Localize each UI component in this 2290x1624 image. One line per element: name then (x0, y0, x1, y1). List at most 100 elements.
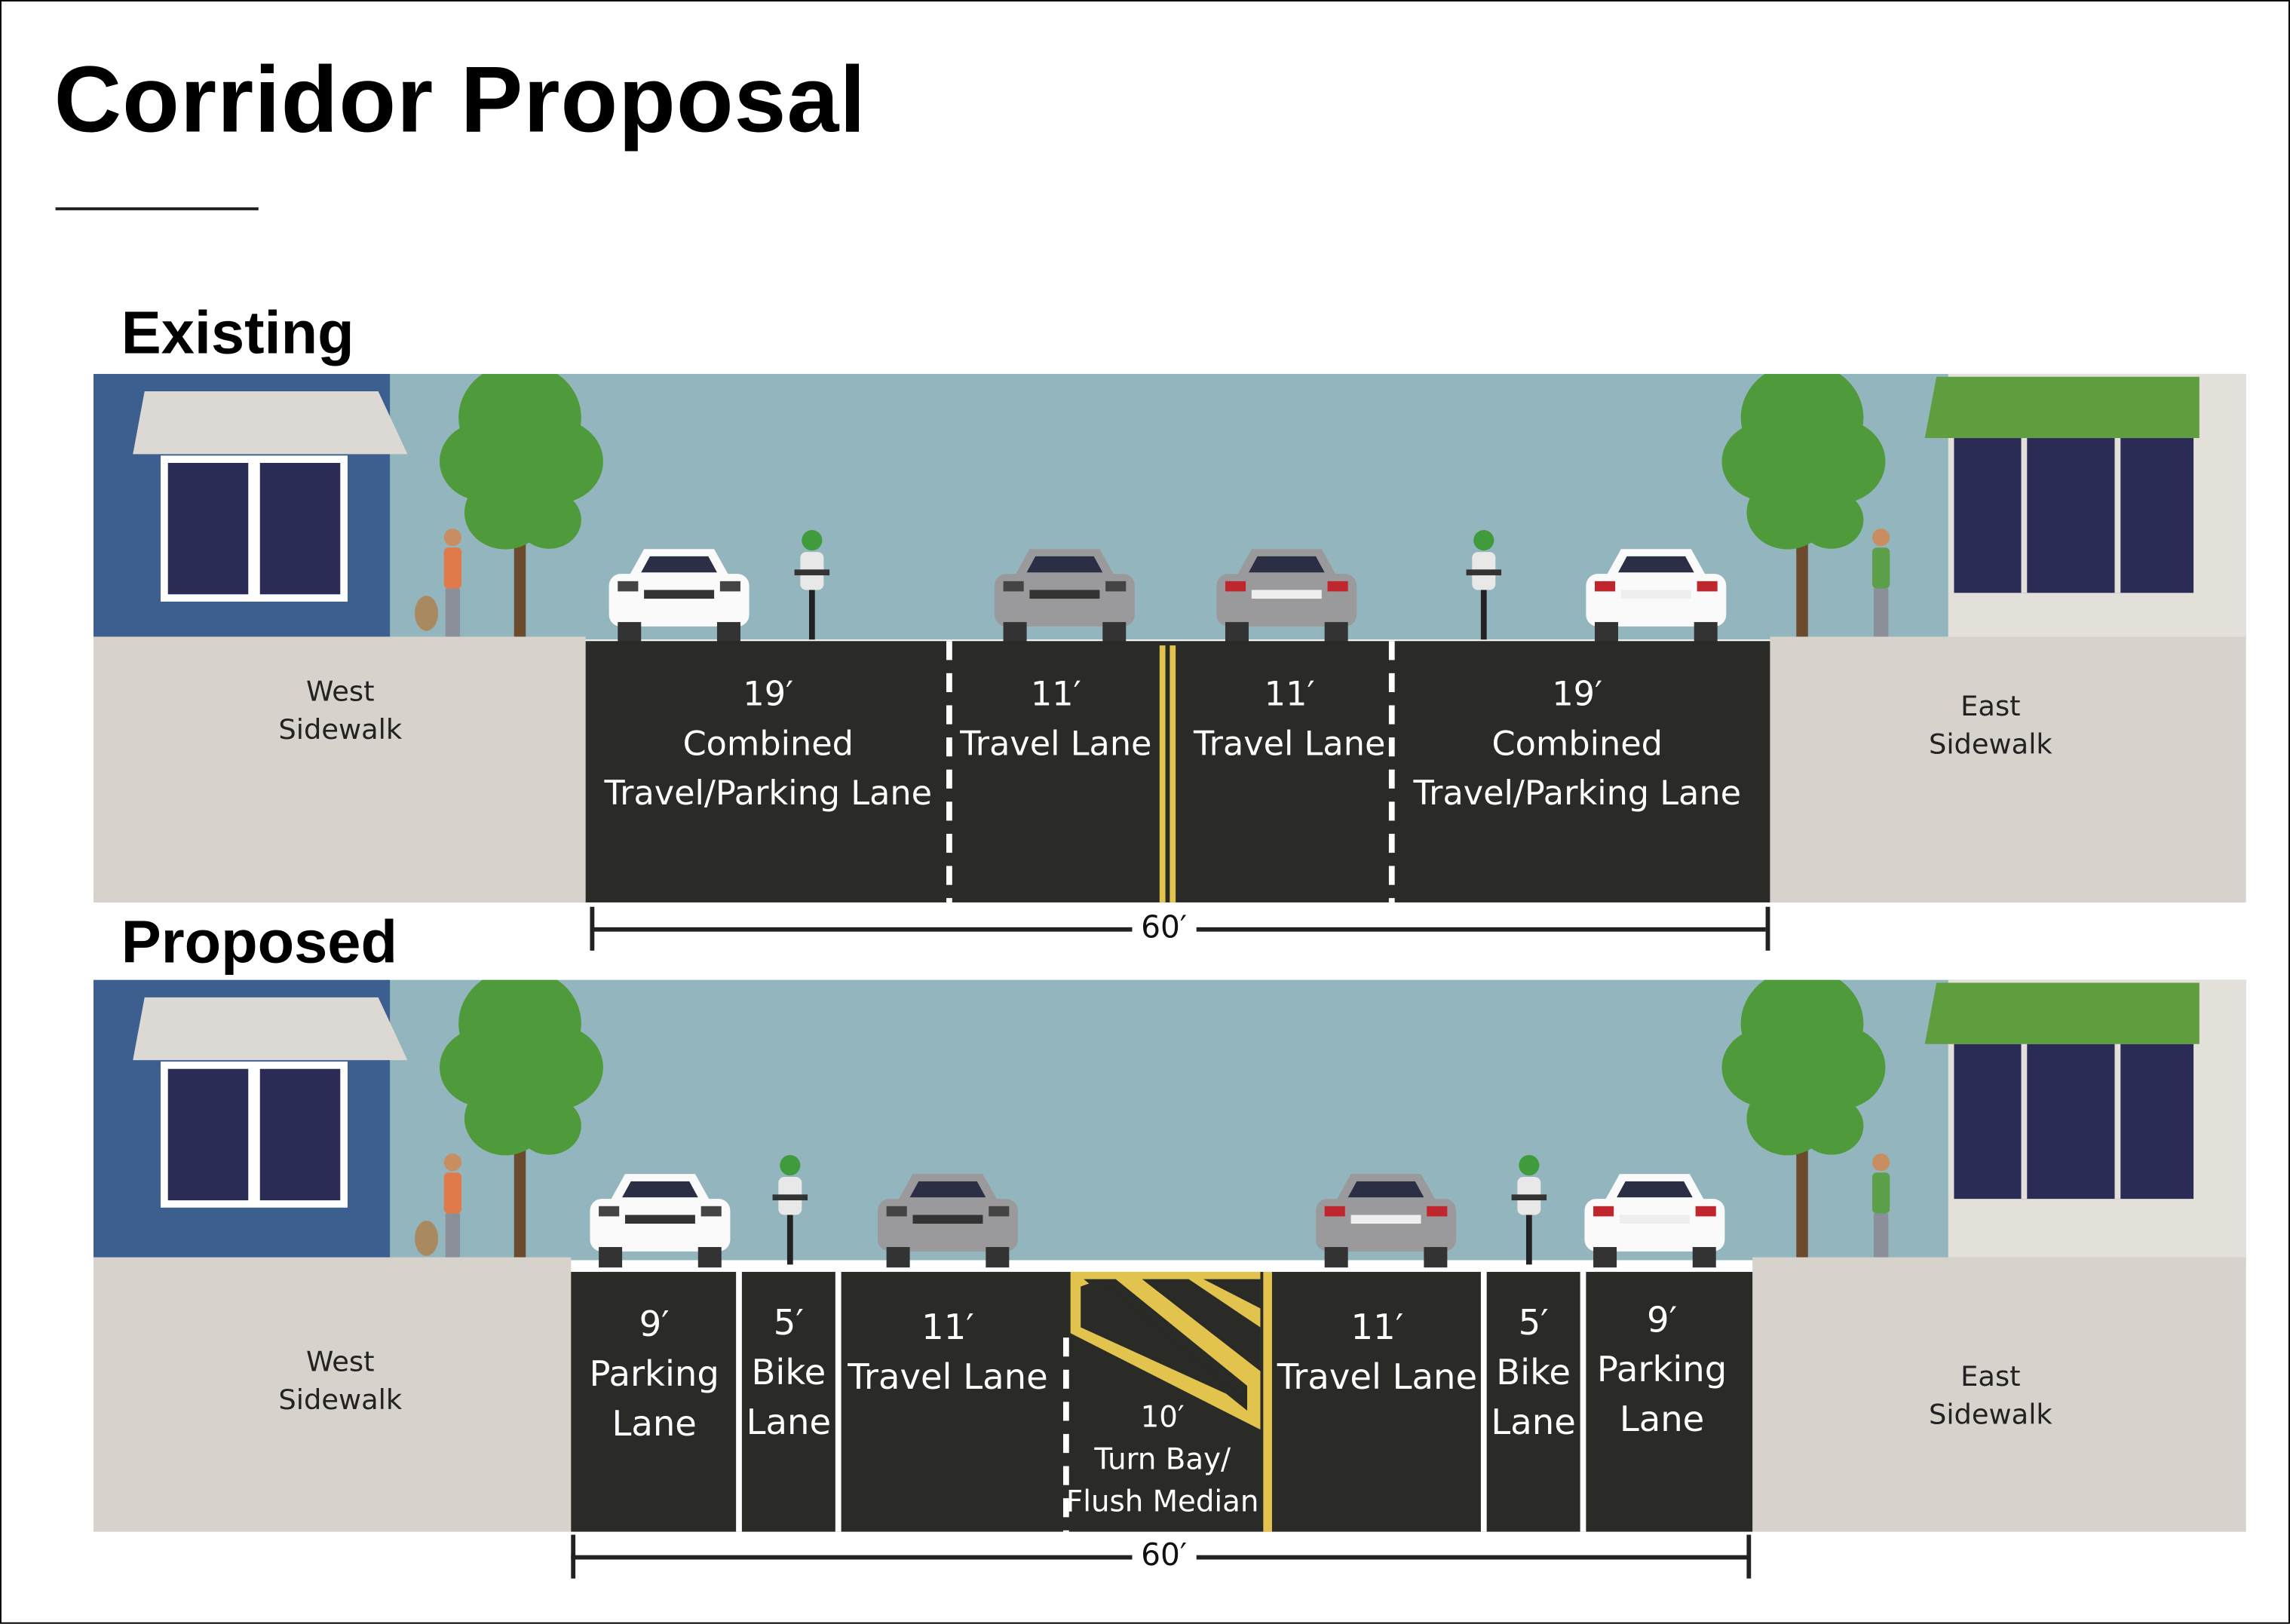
lane-dash (946, 641, 952, 660)
west-awning (133, 997, 408, 1061)
existing-heading: Existing (121, 299, 354, 367)
car-wheel (697, 1247, 722, 1268)
lane-dash (1388, 769, 1395, 789)
car-light (1697, 581, 1718, 592)
lane-width: 5′ (773, 1302, 804, 1344)
cyclist-helmet (780, 1155, 801, 1176)
label-line: West (306, 1346, 375, 1379)
bike-wheel (1480, 590, 1487, 640)
lane-width: 9′ (1646, 1299, 1678, 1341)
lane-dash (946, 801, 952, 821)
lane-dash (1062, 1338, 1069, 1357)
car-body (1586, 574, 1727, 627)
car-light (1427, 1206, 1448, 1217)
lane-name: Travel Lane (848, 1356, 1048, 1398)
car-light (618, 581, 639, 592)
lane-name: Parking (1596, 1349, 1727, 1390)
west-awning (133, 391, 408, 455)
car-wheel (886, 1247, 910, 1268)
solid-lane-line (736, 1271, 742, 1532)
person-body (443, 547, 462, 589)
car-light (1594, 581, 1616, 592)
lane-dash (946, 673, 952, 693)
car-body (590, 1199, 731, 1252)
lane-name: Turn Bay/ (1094, 1441, 1231, 1477)
car-wheel (599, 1247, 623, 1268)
window-pane (259, 462, 341, 595)
lane-name: Bike (751, 1352, 826, 1393)
lane-dash (946, 737, 952, 757)
proposed-heading: Proposed (121, 908, 397, 976)
lane-name: Bike (1496, 1352, 1571, 1393)
lane-width: 11′ (921, 1307, 974, 1348)
lane-width: 19′ (1552, 676, 1603, 715)
existing-illustration (93, 373, 2246, 643)
person-head (443, 529, 462, 547)
car-light (599, 1206, 620, 1217)
handlebar (1511, 1194, 1547, 1201)
car-light (989, 1206, 1010, 1217)
lane-dash (1062, 1530, 1069, 1532)
lane-name: Travel Lane (1194, 725, 1386, 764)
dog (415, 1221, 439, 1256)
person-legs (1873, 1213, 1889, 1265)
east-sidewalk (1770, 636, 2246, 902)
window-pane (259, 1068, 341, 1201)
bike-wheel (1525, 1215, 1532, 1265)
car-grille (1350, 1215, 1421, 1224)
existing-width-dimension: 60′ (590, 906, 1770, 951)
car-windshield (909, 1181, 986, 1198)
solid-lane-line (1480, 1271, 1487, 1532)
label-line: Sidewalk (1928, 728, 2052, 761)
bike-wheel (786, 1215, 793, 1265)
lane-dash (1388, 641, 1395, 660)
yellow-median-line (1263, 1271, 1272, 1532)
car-light (1593, 1206, 1614, 1217)
east-window (1954, 438, 2194, 593)
cyclist-helmet (1473, 530, 1494, 551)
lane-name: Travel/Parking Lane (1413, 775, 1741, 814)
dog (415, 596, 439, 631)
car-body (1216, 574, 1357, 627)
tree-canopy (509, 1025, 603, 1110)
lane-dash (1388, 737, 1395, 757)
lane-name: Lane (1491, 1402, 1576, 1443)
car-wheel (1324, 1247, 1348, 1268)
roadway (585, 641, 1770, 902)
tree-canopy (517, 491, 581, 549)
lane-dash (1388, 833, 1395, 853)
label-line: Sidewalk (278, 714, 403, 746)
lane-dash (1388, 866, 1395, 885)
lane-name: Lane (1619, 1399, 1705, 1440)
dimension-tick (1746, 1534, 1752, 1579)
handlebar (772, 1194, 808, 1201)
label-line: East (1960, 1361, 2021, 1393)
lane-name: Lane (612, 1403, 697, 1445)
east-window (1954, 1043, 2194, 1200)
car-light (1327, 581, 1348, 592)
lane-dash (946, 898, 952, 902)
hatch-stripe (1203, 1279, 1261, 1309)
proposed-width-dimension: 60′ (571, 1534, 1752, 1579)
car-wheel (1593, 1247, 1617, 1268)
person-head (443, 1154, 462, 1172)
car-body (878, 1199, 1018, 1252)
person-legs (1873, 588, 1889, 640)
lane-name: Travel/Parking Lane (604, 775, 933, 814)
car-body (1584, 1199, 1725, 1252)
lane-name: Travel Lane (1277, 1356, 1478, 1398)
car-grille (1619, 1215, 1690, 1224)
person-body (443, 1172, 462, 1214)
label-line: East (1960, 691, 2021, 723)
lane-dash (946, 769, 952, 789)
lane-markings (946, 641, 1395, 902)
window-pane (167, 1068, 249, 1201)
